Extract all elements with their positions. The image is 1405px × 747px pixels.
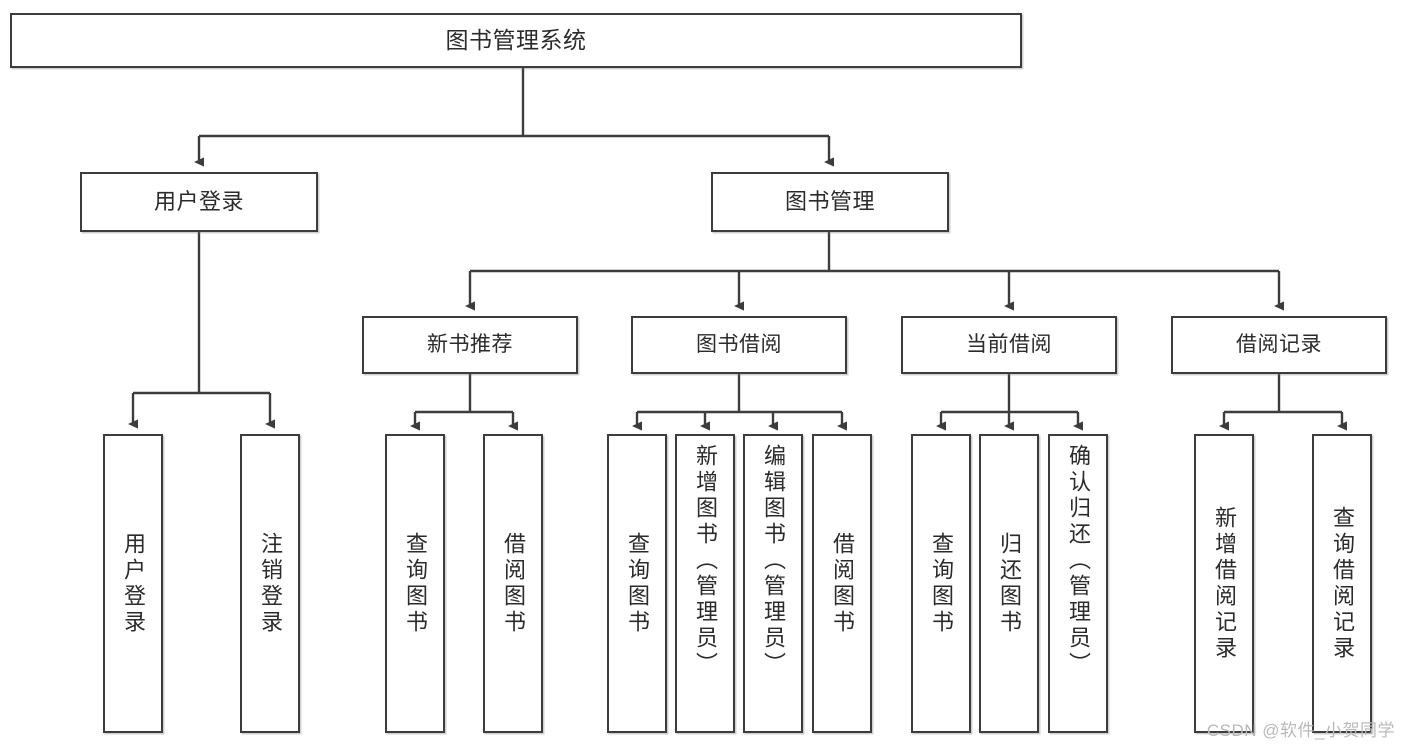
node-leaf-return-book[interactable]: 归还图书	[979, 434, 1039, 733]
node-leaf-query-book-2-label: 查询图书	[625, 531, 650, 636]
node-leaf-user-login-label: 用户登录	[121, 531, 146, 636]
node-leaf-user-logout-label: 注销登录	[258, 531, 283, 636]
node-leaf-user-login[interactable]: 用户登录	[103, 434, 163, 733]
node-leaf-return-book-label: 归还图书	[997, 531, 1022, 636]
node-leaf-confirm-return[interactable]: 确认归还（管理员）	[1048, 434, 1108, 733]
node-root[interactable]: 图书管理系统	[10, 13, 1022, 68]
node-user-login-label: 用户登录	[153, 189, 244, 215]
node-leaf-borrow-book-2[interactable]: 借阅图书	[812, 434, 872, 733]
node-leaf-query-book-2[interactable]: 查询图书	[607, 434, 667, 733]
node-user-login[interactable]: 用户登录	[80, 172, 318, 232]
node-current-borrow-label: 当前借阅	[966, 332, 1052, 356]
node-new-book-recommend-label: 新书推荐	[427, 332, 513, 356]
node-leaf-user-logout[interactable]: 注销登录	[240, 434, 300, 733]
node-leaf-query-book-3-label: 查询图书	[929, 531, 954, 636]
node-leaf-edit-book-label: 编辑图书（管理员）	[761, 444, 786, 678]
node-leaf-borrow-book-2-label: 借阅图书	[830, 531, 855, 636]
node-borrow-record-label: 借阅记录	[1236, 332, 1322, 356]
node-leaf-borrow-book-1[interactable]: 借阅图书	[483, 434, 543, 733]
watermark: CSDN @软件_小贺同学	[1206, 721, 1395, 740]
node-leaf-query-book-1-label: 查询图书	[403, 531, 428, 636]
node-new-book-recommend[interactable]: 新书推荐	[362, 316, 578, 374]
node-leaf-query-record[interactable]: 查询借阅记录	[1312, 434, 1372, 733]
node-leaf-borrow-book-1-label: 借阅图书	[501, 531, 526, 636]
node-leaf-query-book-1[interactable]: 查询图书	[385, 434, 445, 733]
node-book-manage-label: 图书管理	[784, 189, 875, 215]
node-book-borrow[interactable]: 图书借阅	[631, 316, 847, 374]
node-leaf-edit-book[interactable]: 编辑图书（管理员）	[743, 434, 803, 733]
node-leaf-add-book-label: 新增图书（管理员）	[693, 444, 718, 678]
node-borrow-record[interactable]: 借阅记录	[1171, 316, 1387, 374]
node-book-manage[interactable]: 图书管理	[711, 172, 949, 232]
node-leaf-query-record-label: 查询借阅记录	[1330, 505, 1355, 662]
node-current-borrow[interactable]: 当前借阅	[901, 316, 1117, 374]
node-leaf-confirm-return-label: 确认归还（管理员）	[1066, 444, 1091, 678]
node-leaf-add-record[interactable]: 新增借阅记录	[1194, 434, 1254, 733]
node-leaf-add-book[interactable]: 新增图书（管理员）	[675, 434, 735, 733]
node-leaf-query-book-3[interactable]: 查询图书	[911, 434, 971, 733]
node-book-borrow-label: 图书借阅	[696, 332, 782, 356]
node-root-label: 图书管理系统	[445, 26, 587, 53]
node-leaf-add-record-label: 新增借阅记录	[1212, 505, 1237, 662]
